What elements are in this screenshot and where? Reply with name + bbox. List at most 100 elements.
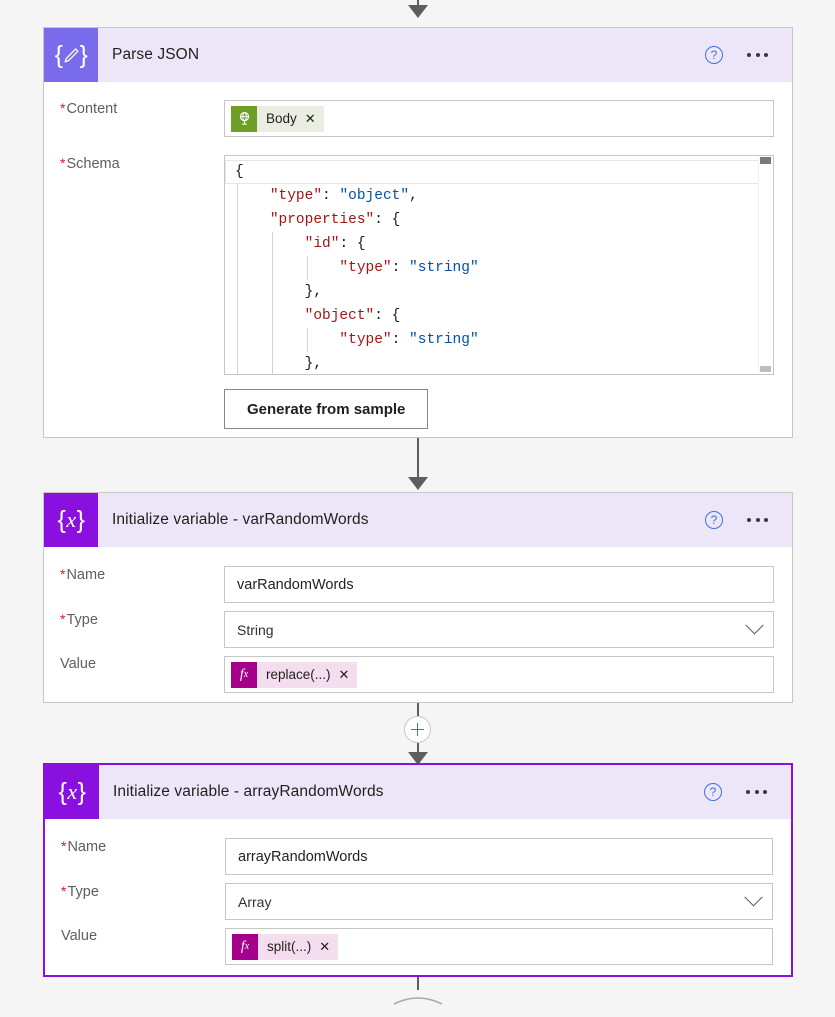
- code-token: : {: [339, 236, 366, 252]
- more-options-icon[interactable]: [745, 512, 770, 528]
- code-token: :: [391, 332, 410, 348]
- globe-glyph: [239, 112, 249, 125]
- card-header-actions: ?: [705, 511, 792, 529]
- expression-token-label: split(...): [267, 939, 312, 954]
- code-token: : {: [374, 308, 401, 324]
- schema-code-lines[interactable]: { "type": "object", "properties": { "id"…: [225, 156, 773, 374]
- action-card-parse-json[interactable]: { } Parse JSON ? *Content: [43, 27, 793, 438]
- remove-token-icon[interactable]: ✕: [304, 111, 316, 126]
- indent-guide: [271, 256, 273, 280]
- name-input[interactable]: arrayRandomWords: [225, 838, 773, 875]
- name-input[interactable]: varRandomWords: [224, 566, 774, 603]
- parse-json-icon: { }: [44, 28, 98, 82]
- code-token: : {: [374, 212, 401, 228]
- body-token[interactable]: Body ✕: [231, 105, 324, 132]
- expression-token-body: replace(...) ✕: [257, 661, 358, 688]
- required-indicator: *: [60, 566, 66, 582]
- action-card-init-var-random-words[interactable]: {x} Initialize variable - varRandomWords…: [43, 492, 793, 703]
- value-label: Value: [60, 656, 97, 672]
- required-indicator: *: [60, 611, 66, 627]
- remove-token-icon[interactable]: ✕: [338, 667, 350, 682]
- indent-guide: [237, 208, 238, 232]
- help-icon[interactable]: ?: [704, 783, 722, 801]
- indent-guide: [237, 280, 238, 304]
- code-token: },: [304, 356, 323, 372]
- indent-guide: [306, 328, 308, 352]
- indent-guide: [237, 256, 238, 280]
- connector-line: [416, 977, 419, 990]
- schema-label: *Schema: [60, 155, 120, 172]
- type-control: Array: [225, 883, 773, 920]
- code-token: :: [322, 188, 340, 204]
- indent-guide: [271, 280, 273, 304]
- indent-guide: [237, 184, 238, 208]
- body-token-body: Body ✕: [257, 105, 324, 132]
- field-row-content: *Content: [44, 82, 792, 137]
- type-label: *Type: [61, 883, 99, 900]
- type-select[interactable]: Array: [225, 883, 773, 920]
- code-token: "object": [339, 188, 410, 204]
- code-line: "type": "string": [225, 328, 773, 352]
- connector-line: [416, 0, 419, 6]
- required-indicator: *: [60, 100, 66, 116]
- type-select-value: Array: [238, 893, 272, 910]
- code-token: "object": [304, 308, 375, 324]
- generate-control: Generate from sample: [224, 389, 774, 429]
- type-control: String: [224, 611, 774, 648]
- remove-token-icon[interactable]: ✕: [319, 939, 331, 954]
- chevron-down-icon: [745, 616, 764, 635]
- arrow-head-icon: [407, 477, 428, 490]
- card-header[interactable]: {x} Initialize variable - arrayRandomWor…: [45, 765, 791, 819]
- add-step-button[interactable]: [404, 716, 431, 743]
- type-select[interactable]: String: [224, 611, 774, 648]
- indent-guide: [271, 352, 273, 374]
- name-control: varRandomWords: [224, 566, 774, 603]
- connector-add-step: [0, 703, 835, 765]
- scrollbar-end-marker[interactable]: [760, 366, 771, 372]
- card-title: Parse JSON: [112, 46, 200, 63]
- card-header[interactable]: { } Parse JSON ?: [44, 28, 792, 82]
- code-line: "type": "object",: [225, 184, 773, 208]
- more-options-icon[interactable]: [744, 784, 769, 800]
- code-token: "properties": [269, 212, 375, 228]
- card-title: Initialize variable - arrayRandomWords: [113, 783, 384, 800]
- type-label: *Type: [60, 611, 98, 628]
- scrollbar-thumb[interactable]: [760, 157, 771, 164]
- schema-code-editor[interactable]: { "type": "object", "properties": { "id"…: [224, 155, 774, 375]
- field-row-name: *Name varRandomWords: [44, 547, 792, 603]
- help-icon[interactable]: ?: [705, 511, 723, 529]
- help-icon[interactable]: ?: [705, 46, 723, 64]
- code-line: "id": {: [225, 232, 773, 256]
- globe-icon: [231, 105, 257, 132]
- name-label: *Name: [60, 566, 106, 583]
- field-row-name: *Name arrayRandomWords: [45, 819, 791, 875]
- indent-guide: [271, 304, 273, 328]
- schema-scrollbar[interactable]: [758, 156, 773, 374]
- code-token: "type": [339, 260, 392, 276]
- field-row-type: *Type Array: [45, 875, 791, 920]
- expression-token-body: split(...) ✕: [258, 933, 339, 960]
- arrow-head-partial-icon: [393, 997, 442, 1005]
- generate-from-sample-button[interactable]: Generate from sample: [224, 389, 429, 429]
- code-line: "type": "string": [225, 256, 773, 280]
- card-header[interactable]: {x} Initialize variable - varRandomWords…: [44, 493, 792, 547]
- code-line: },: [225, 280, 773, 304]
- code-token: "string": [409, 260, 479, 276]
- schema-control: { "type": "object", "properties": { "id"…: [224, 155, 774, 375]
- code-line: "properties": {: [225, 208, 773, 232]
- code-token: "type": [339, 332, 392, 348]
- action-card-init-var-array-random-words[interactable]: {x} Initialize variable - arrayRandomWor…: [43, 763, 793, 977]
- content-label: *Content: [60, 100, 118, 117]
- indent-guide: [237, 304, 238, 328]
- required-indicator: *: [60, 155, 66, 171]
- content-token-input[interactable]: Body ✕: [224, 100, 774, 137]
- more-options-icon[interactable]: [745, 47, 770, 63]
- connector-bottom: [0, 977, 835, 1010]
